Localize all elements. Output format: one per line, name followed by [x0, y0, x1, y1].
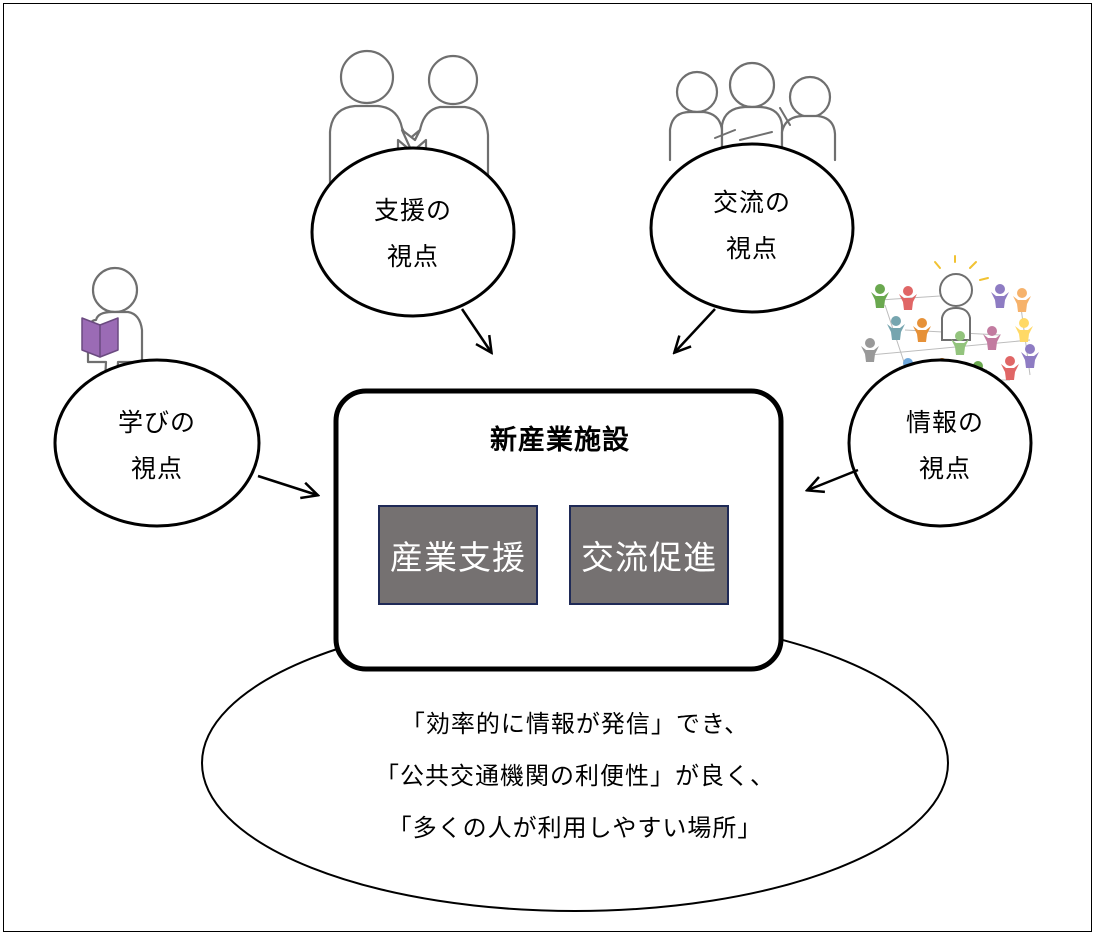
support-viewpoint-label: 支援の 視点 — [343, 188, 483, 280]
group-discussion-icon — [668, 61, 837, 162]
information-viewpoint-line1: 情報の — [905, 408, 984, 437]
function-box-industry-support: 産業支援 — [378, 505, 538, 605]
summary-text: 「効率的に情報が発信」でき、 「公共交通機関の利便性」が良く、 「多くの人が利用… — [205, 698, 945, 854]
support-viewpoint-bubble — [310, 146, 516, 318]
crowd-person-icon — [951, 331, 969, 355]
person-reading-icon — [81, 266, 144, 402]
information-viewpoint-bubble — [847, 358, 1033, 528]
facility-title: 新産業施設 — [490, 425, 630, 456]
exchange-viewpoint-line2: 視点 — [725, 234, 778, 263]
diagram-frame — [3, 3, 1092, 932]
exchange-viewpoint-line1: 交流の — [712, 188, 791, 217]
exchange-viewpoint-bubble — [649, 142, 855, 314]
crowd-person-icon — [899, 286, 917, 310]
summary-line-3: 「多くの人が利用しやすい場所」 — [387, 814, 763, 842]
learning-viewpoint-bubble — [53, 358, 261, 528]
learning-viewpoint-line2: 視点 — [130, 454, 183, 483]
crowd-person-icon — [1013, 288, 1031, 312]
crowd-person-icon — [1021, 344, 1039, 368]
arrow-information-to-facility — [808, 468, 859, 490]
crowd-person-icon — [1001, 356, 1019, 380]
crowd-person-icon — [887, 316, 905, 340]
summary-line-1: 「効率的に情報が発信」でき、 — [400, 710, 750, 738]
crowd-person-icon — [991, 284, 1009, 308]
summary-line-2: 「公共交通機関の利便性」が良く、 — [375, 762, 775, 790]
support-viewpoint-line2: 視点 — [386, 242, 439, 271]
function-box-exchange-promotion: 交流促進 — [569, 505, 729, 605]
information-viewpoint-label: 情報の 視点 — [875, 400, 1015, 492]
crowd-person-icon — [1015, 318, 1033, 342]
crowd-person-icon — [983, 326, 1001, 350]
arrow-exchange-to-facility — [675, 308, 716, 352]
crowd-person-icon — [861, 338, 879, 362]
exchange-viewpoint-label: 交流の 視点 — [682, 180, 822, 272]
learning-viewpoint-label: 学びの 視点 — [87, 400, 227, 492]
support-viewpoint-line1: 支援の — [373, 196, 452, 225]
crowd-person-icon — [871, 284, 889, 308]
crowd-person-icon — [913, 318, 931, 342]
arrow-learning-to-facility — [257, 474, 317, 495]
learning-viewpoint-line1: 学びの — [117, 408, 196, 437]
arrow-support-to-facility — [460, 308, 491, 352]
information-viewpoint-line2: 視点 — [918, 454, 971, 483]
